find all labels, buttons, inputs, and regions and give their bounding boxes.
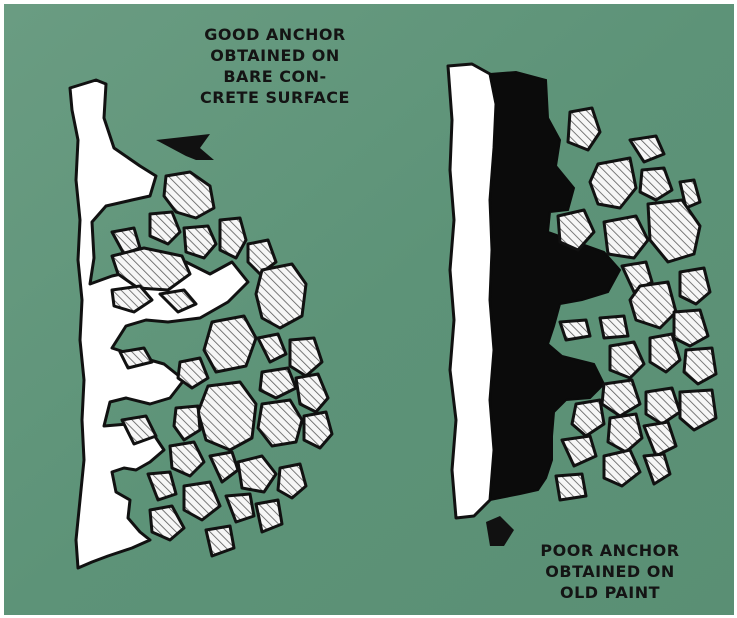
callout-poor-line: POOR ANCHOR bbox=[495, 540, 725, 561]
callout-good-line: CRETE SURFACE bbox=[150, 87, 400, 108]
aggregate-stone bbox=[256, 264, 306, 328]
aggregate-stone bbox=[556, 474, 586, 500]
paint-film-new bbox=[448, 64, 496, 518]
callout-poor-line: OLD PAINT bbox=[495, 582, 725, 603]
aggregate-stone bbox=[198, 382, 256, 450]
callout-good-line: OBTAINED ON bbox=[150, 45, 400, 66]
aggregate-stone bbox=[600, 316, 628, 338]
callout-good-line: GOOD ANCHOR bbox=[150, 24, 400, 45]
aggregate-stone bbox=[204, 316, 256, 372]
aggregate-stone bbox=[560, 320, 590, 340]
callout-good-anchor: GOOD ANCHOR OBTAINED ON BARE CON- CRETE … bbox=[150, 24, 400, 108]
callout-poor-line: OBTAINED ON bbox=[495, 561, 725, 582]
callout-good-line: BARE CON- bbox=[150, 66, 400, 87]
callout-poor-anchor: POOR ANCHOR OBTAINED ON OLD PAINT bbox=[495, 540, 725, 603]
